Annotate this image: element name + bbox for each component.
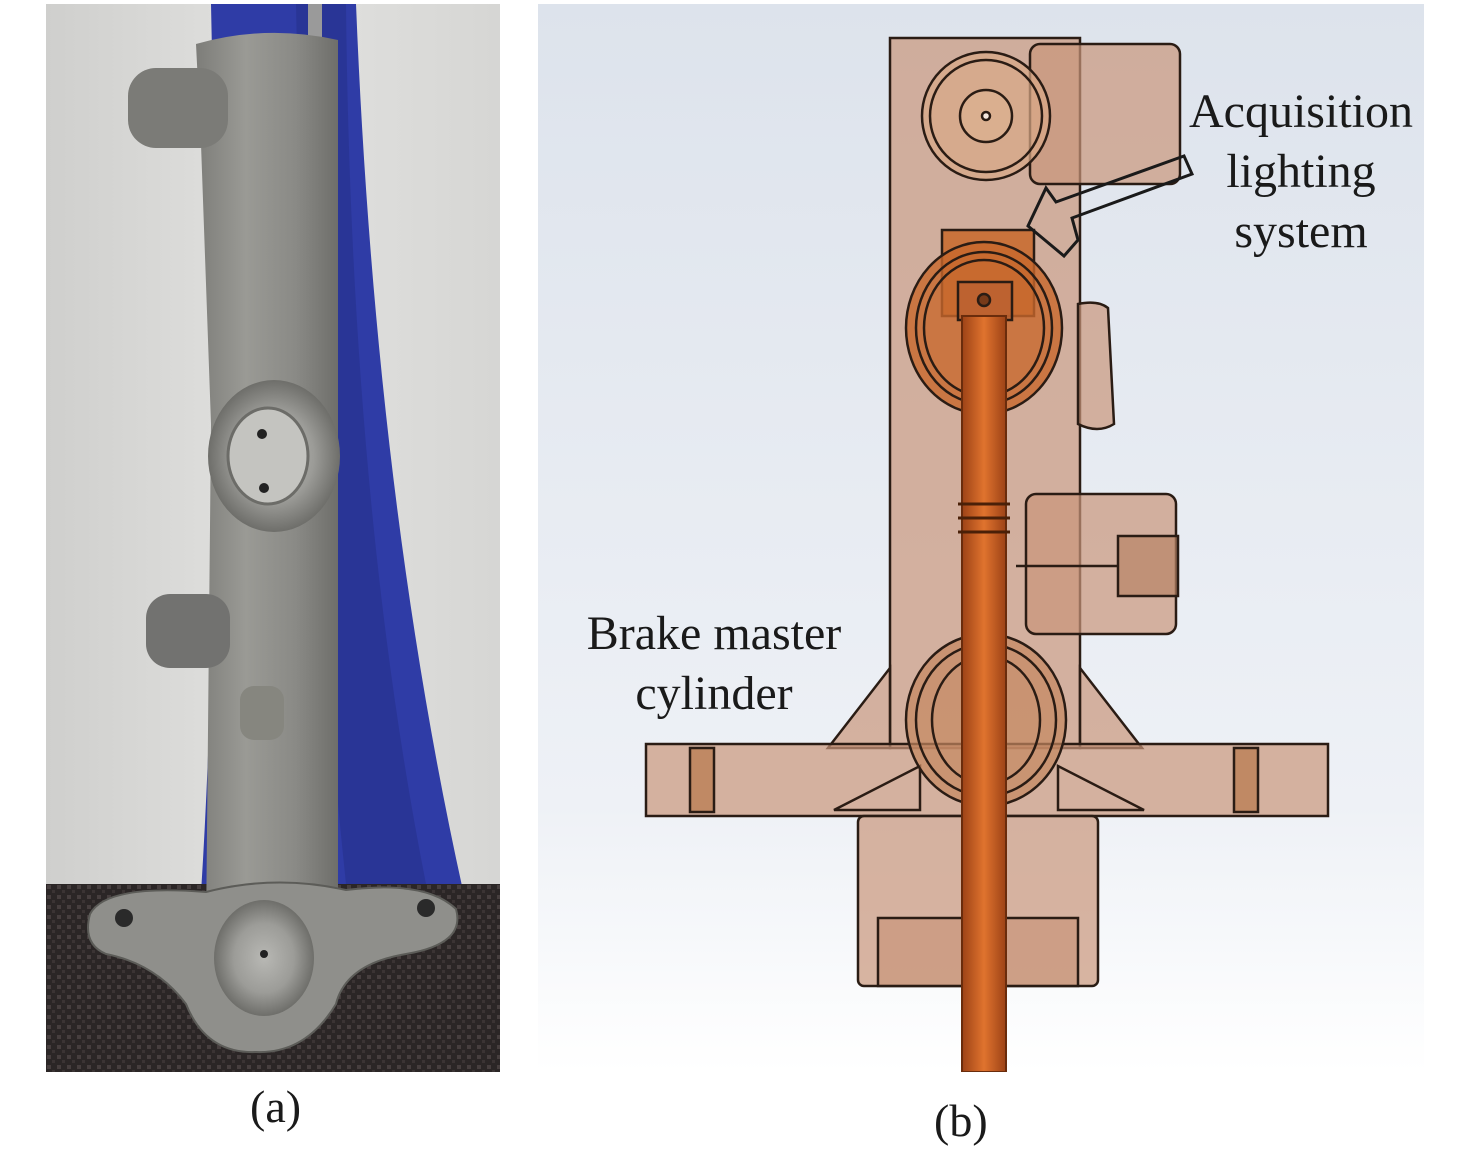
cad-side-cap — [1076, 301, 1116, 431]
small-boss — [240, 686, 284, 740]
brake-master-cylinder-photo — [46, 4, 500, 1072]
label-line: Acquisition — [1189, 85, 1413, 138]
label-brake-master-cylinder: Brake master cylinder — [562, 604, 866, 724]
caption-panel-b: (b) — [934, 1095, 988, 1146]
label-line: lighting — [1226, 145, 1376, 198]
flange-hole-right — [417, 899, 435, 917]
caption-panel-a: (a) — [250, 1081, 302, 1132]
lower-side-port — [146, 594, 230, 668]
cad-top-side-block — [1028, 42, 1182, 186]
label-line: system — [1234, 205, 1368, 258]
label-line: Brake master — [586, 607, 842, 660]
cad-model — [538, 4, 1424, 1072]
photo-panel — [46, 4, 500, 1072]
cad-panel — [538, 4, 1424, 1072]
flange-hole-left — [115, 909, 133, 927]
label-line: cylinder — [635, 667, 793, 720]
cad-push-rod — [961, 315, 1007, 1072]
label-acquisition-lighting-system: Acquisition lighting system — [1168, 82, 1434, 262]
upper-side-port — [128, 68, 228, 148]
annotation-arrow-icon — [1026, 154, 1195, 259]
